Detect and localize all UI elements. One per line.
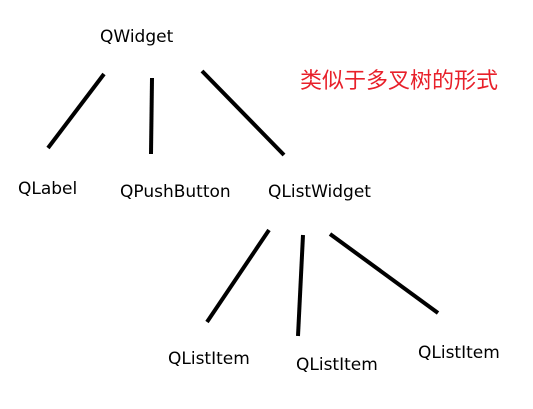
node-qlistitem-2: QListItem: [296, 355, 378, 375]
node-qlistwidget: QListWidget: [268, 182, 371, 202]
edge-qwidget-qlistwidget: [200, 69, 286, 157]
edge-qwidget-qpushbutton: [149, 77, 154, 155]
node-qwidget: QWidget: [100, 27, 174, 47]
node-qlabel: QLabel: [18, 179, 77, 199]
edge-qlistwidget-item2: [296, 234, 305, 337]
edge-qlistwidget-item1: [205, 228, 271, 324]
node-qpushbutton: QPushButton: [120, 182, 231, 202]
edge-qwidget-qlabel: [46, 72, 106, 150]
node-qlistitem-1: QListItem: [168, 349, 250, 369]
edge-qlistwidget-item3: [328, 232, 440, 315]
node-qlistitem-3: QListItem: [418, 343, 500, 363]
diagram-caption: 类似于多叉树的形式: [300, 69, 498, 94]
